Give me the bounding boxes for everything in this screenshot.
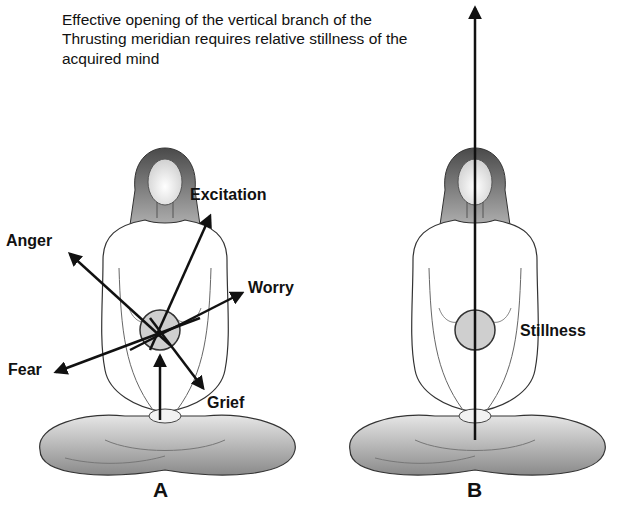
emotion-label: Anger (6, 232, 52, 250)
upward-arrow (159, 356, 162, 420)
emotion-label: Grief (207, 394, 244, 412)
emotion-arrow (70, 254, 170, 345)
state-label: Stillness (520, 322, 586, 340)
emotion-arrow (150, 318, 203, 388)
emotion-arrow (130, 293, 242, 350)
emotion-label: Fear (8, 361, 42, 379)
panel-letter: B (467, 478, 482, 502)
emotion-label: Worry (248, 279, 294, 297)
panel-letter: A (153, 478, 168, 502)
seated-figure (40, 148, 296, 475)
vertical-meridian-arrow (474, 8, 477, 440)
emotion-arrow (56, 318, 200, 372)
seated-figure (350, 148, 606, 475)
note-text: Effective opening of the vertical branch… (62, 10, 432, 68)
emotion-label: Excitation (190, 186, 266, 204)
